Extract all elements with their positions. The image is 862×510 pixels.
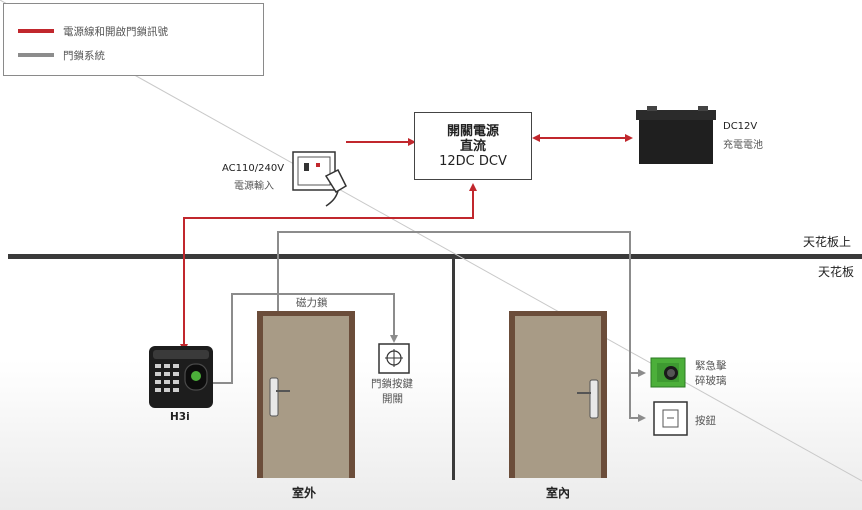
- push-button-icon: [653, 401, 688, 436]
- exit-switch-label-2: 開關: [382, 393, 403, 405]
- ceiling-above-label: 天花板上: [803, 235, 852, 249]
- power-supply-type: 直流: [459, 138, 486, 154]
- wall-socket-icon: [292, 151, 336, 191]
- wall-divider: [452, 259, 455, 480]
- battery-label: 充電電池: [723, 140, 763, 151]
- legend-item-power: 電源線和開啟門鎖訊號: [18, 24, 168, 38]
- legend: 電源線和開啟門鎖訊號 門鎖系統: [3, 3, 264, 76]
- battery-voltage: DC12V: [723, 121, 758, 132]
- ac-input-label: 電源輸入: [234, 181, 274, 192]
- power-supply-voltage: 12DC DCV: [439, 153, 507, 169]
- legend-label: 門鎖系統: [63, 49, 105, 62]
- wire-power-to-device: [180, 183, 477, 352]
- outside-door: [257, 311, 355, 478]
- exit-switch-icon: [378, 343, 410, 374]
- h3i-device-icon: [149, 346, 213, 408]
- legend-label: 電源線和開啟門鎖訊號: [63, 25, 168, 38]
- battery-icon: [636, 106, 716, 164]
- wire-lock-system: [274, 231, 646, 422]
- ceiling-line: [8, 254, 862, 259]
- ac-input-voltage: AC110/240V: [222, 163, 285, 174]
- inside-label: 室內: [546, 486, 571, 500]
- ceiling-below-label: 天花板: [818, 265, 855, 279]
- legend-swatch-red: [18, 29, 54, 33]
- device-label: H3i: [170, 411, 190, 423]
- outside-label: 室外: [292, 486, 317, 500]
- legend-item-lock: 門鎖系統: [18, 48, 105, 62]
- exit-switch-label: 門鎖按鍵: [371, 378, 413, 390]
- button-label: 按鈕: [695, 415, 716, 427]
- emergency-label: 緊急擊: [695, 360, 727, 372]
- plug-icon: [324, 168, 347, 207]
- emergency-break-glass-icon: [650, 357, 686, 388]
- wire-lock-switch: [207, 293, 398, 387]
- inside-door: [509, 311, 607, 478]
- emergency-label-2: 碎玻璃: [695, 375, 727, 387]
- magnetic-lock-label: 磁力鎖: [296, 297, 328, 309]
- power-supply-box: 開關電源 直流 12DC DCV: [414, 112, 532, 180]
- legend-swatch-gray: [18, 53, 54, 57]
- power-supply-title: 開關電源: [446, 123, 499, 139]
